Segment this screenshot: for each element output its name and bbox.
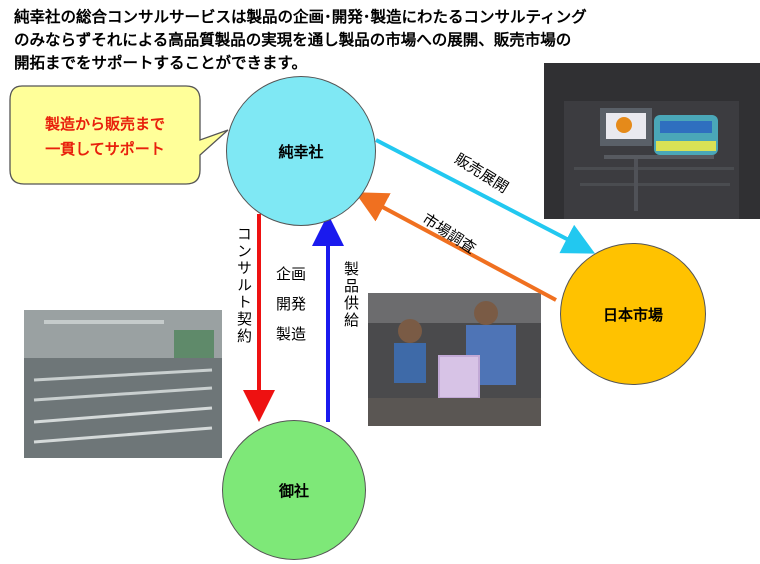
callout-line-1: 製造から販売まで — [44, 115, 165, 133]
description-line-2: のみならずそれによる高品質製品の実現を通し製品の市場への展開、販売市場の — [14, 31, 572, 49]
service-manufacturing: 製造 — [276, 325, 307, 343]
factory-floor-photo — [24, 310, 222, 458]
market-research-arrow — [354, 192, 557, 302]
product-supply-label: 製品供給 — [342, 261, 360, 329]
service-development: 開発 — [276, 295, 307, 313]
japan-market-node: 日本市場 — [560, 243, 706, 385]
description-line-1: 純幸社の総合コンサルサービスは製品の企画･開発･製造にわたるコンサルティング — [14, 8, 587, 26]
junkou-label: 純幸社 — [278, 142, 324, 161]
services-list: 企画 開発 製造 — [276, 259, 306, 349]
description-text: 純幸社の総合コンサルサービスは製品の企画･開発･製造にわたるコンサルティング の… — [14, 6, 749, 75]
service-planning: 企画 — [276, 265, 307, 283]
callout-bubble — [9, 85, 229, 185]
description-line-3: 開拓までをサポートすることができます。 — [14, 54, 307, 72]
client-company-label: 御社 — [278, 481, 309, 500]
junkou-node: 純幸社 — [226, 76, 376, 226]
sales-arrow — [375, 138, 596, 254]
consult-contract-label: コンサルト契約 — [235, 226, 253, 345]
callout-text: 製造から販売まで 一貫してサポート — [20, 112, 190, 162]
callout-line-2: 一貫してサポート — [45, 140, 165, 158]
workers-led-panel-photo — [368, 293, 541, 426]
client-company-node: 御社 — [222, 420, 366, 560]
japan-market-label: 日本市場 — [602, 305, 663, 324]
city-billboard-photo — [544, 63, 760, 219]
